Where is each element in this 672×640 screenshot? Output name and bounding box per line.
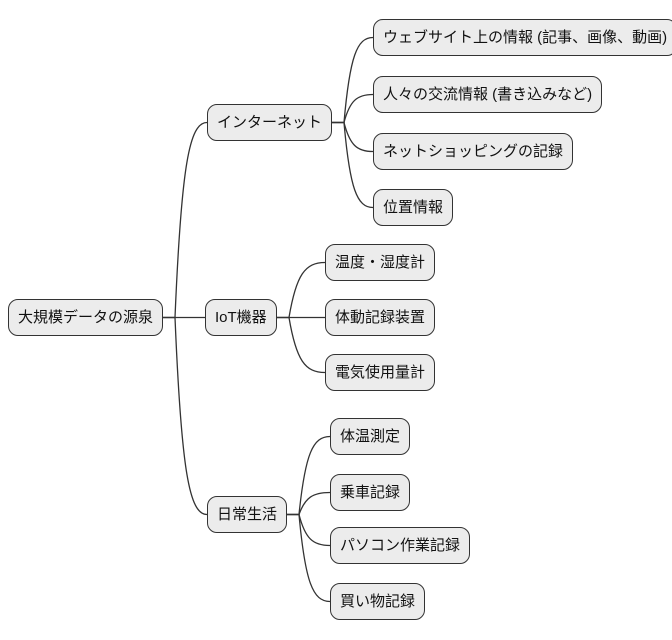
node-root: 大規模データの源泉 [8, 299, 164, 336]
node-pc-work-records: パソコン作業記録 [330, 527, 471, 564]
connector-line [163, 121, 208, 319]
node-electricity-usage-meter: 電気使用量計 [325, 354, 436, 391]
connector-line [287, 513, 331, 603]
connector-line [277, 316, 326, 374]
node-online-shopping-records: ネットショッピングの記録 [373, 133, 574, 170]
node-internet: インターネット [207, 104, 333, 141]
connector-line [332, 121, 374, 209]
node-daily-life: 日常生活 [207, 496, 288, 533]
connector-line [287, 491, 331, 516]
connector-line [332, 93, 374, 124]
node-website-info: ウェブサイト上の情報 (記事、画像、動画) [373, 19, 672, 56]
connector-line [332, 36, 374, 124]
connector-line [332, 121, 374, 153]
node-location-info: 位置情報 [373, 189, 454, 226]
connector-line [287, 435, 331, 516]
node-thermo-hygrometer: 温度・湿度計 [325, 244, 436, 281]
node-iot-devices: IoT機器 [205, 299, 277, 336]
node-body-temperature-measurement: 体温測定 [330, 418, 411, 455]
connector-line [287, 513, 331, 547]
connector-line [163, 316, 208, 516]
node-social-exchange-info: 人々の交流情報 (書き込みなど) [373, 76, 603, 113]
node-shopping-records: 買い物記録 [330, 583, 426, 620]
node-ride-records: 乗車記録 [330, 474, 411, 511]
connector-line [277, 261, 326, 319]
node-body-motion-recorder: 体動記録装置 [325, 299, 436, 336]
